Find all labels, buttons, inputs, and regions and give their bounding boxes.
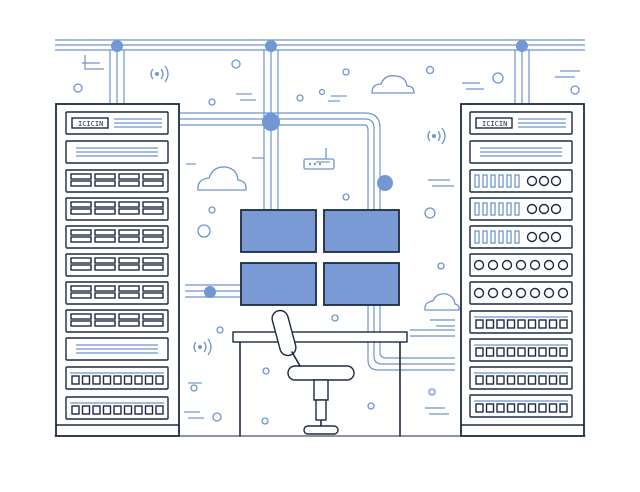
port-panel [469,394,573,418]
cloud-icon [371,75,415,94]
wifi-signal-icon [150,65,169,83]
knob-panel [469,253,573,277]
port-panel [469,310,573,334]
monitor-screen [323,209,400,253]
drive-bay [65,225,169,249]
right-server-rack: ICICIN [460,103,585,437]
cloud-icon [197,166,247,191]
router-icon [303,148,335,170]
decor-dots [73,59,580,425]
port-panel [469,366,573,390]
monitor-screen [323,262,400,306]
knob-panel [469,281,573,305]
drive-bay [65,309,169,333]
office-chair-icon [271,309,355,435]
network-node-icon [111,40,528,298]
left-rack-label: ICICIN [78,120,103,128]
desk-icon [232,331,408,437]
left-server-rack: ICICIN [55,103,180,437]
drive-bay [65,169,169,193]
wifi-signal-icon [427,127,446,145]
switch-panel [469,197,573,221]
monitor-wall [240,209,400,306]
port-panel [65,366,169,390]
network-lines [55,39,585,371]
right-rack-label: ICICIN [482,120,507,128]
drive-bay [65,197,169,221]
switch-panel [469,169,573,193]
switch-panel [469,225,573,249]
monitor-screen [240,262,317,306]
wifi-signal-icon [193,338,212,356]
port-panel [65,396,169,420]
monitor-screen [240,209,317,253]
port-panel [469,338,573,362]
drive-bay [65,281,169,305]
cloud-icon [424,293,460,311]
drive-bay [65,253,169,277]
